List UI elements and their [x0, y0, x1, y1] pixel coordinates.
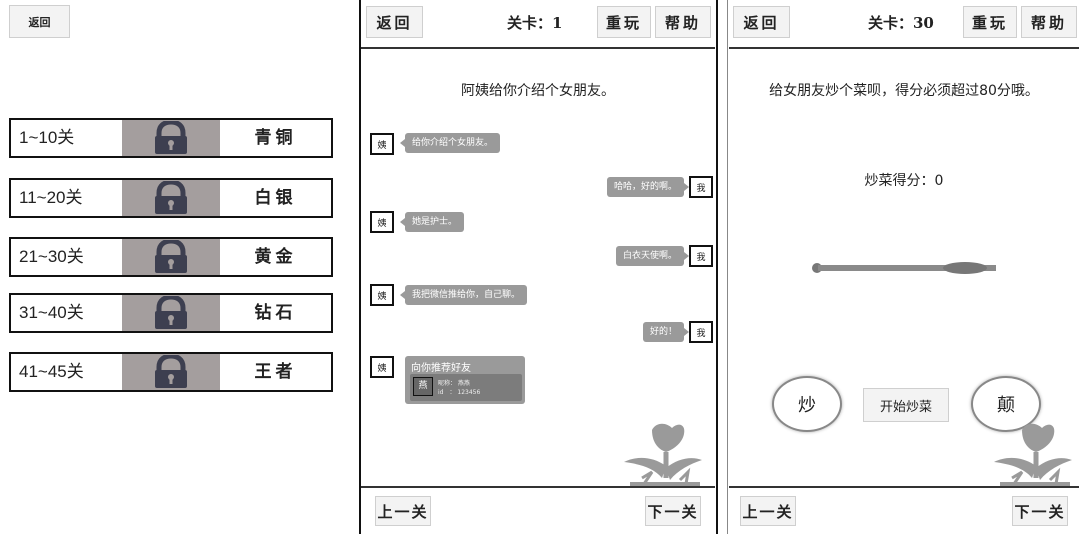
restart-button[interactable]: 重玩 — [597, 6, 651, 38]
prev-level-button[interactable]: 上一关 — [375, 496, 431, 526]
chat-message: 白衣天使啊。 — [615, 246, 690, 266]
help-button[interactable]: 帮助 — [655, 6, 711, 38]
back-button[interactable]: 返回 — [366, 6, 423, 38]
start-cooking-button[interactable]: 开始炒菜 — [863, 388, 949, 422]
fry-button[interactable]: 炒 — [772, 376, 842, 432]
lock-icon — [122, 295, 220, 331]
lock-icon — [122, 239, 220, 275]
avatar: 姨 — [370, 356, 394, 378]
level-group-row[interactable]: 1~10关 青铜 — [9, 118, 333, 158]
contact-avatar: 燕 — [413, 377, 433, 396]
chat-message: 她是护士。 — [399, 212, 465, 232]
footer-divider — [729, 486, 1079, 488]
chat-message: 给你介绍个女朋友。 — [399, 133, 501, 153]
level-group-row[interactable]: 31~40关 钻石 — [9, 293, 333, 333]
level-tier: 王者 — [254, 362, 297, 382]
spatula-icon[interactable] — [808, 258, 1000, 278]
level-indicator: 关卡：1 — [507, 14, 563, 32]
lock-icon — [122, 354, 220, 390]
level-range: 1~10关 — [19, 128, 75, 147]
avatar: 姨 — [370, 284, 394, 306]
header-divider — [729, 47, 1079, 49]
level-range: 41~45关 — [19, 362, 84, 381]
avatar: 姨 — [370, 133, 394, 155]
help-button[interactable]: 帮助 — [1021, 6, 1077, 38]
contact-card[interactable]: 向你推荐好友 燕 昵称： 燕燕 id ： 123456 — [405, 356, 525, 404]
avatar: 我 — [689, 176, 713, 198]
lock-icon — [122, 120, 220, 156]
back-button[interactable]: 返回 — [733, 6, 790, 38]
level-range: 21~30关 — [19, 247, 84, 266]
chat-message: 哈哈，好的啊。 — [606, 177, 690, 197]
prev-level-button[interactable]: 上一关 — [740, 496, 796, 526]
level-prompt: 阿姨给你介绍个女朋友。 — [461, 83, 615, 99]
back-button[interactable]: 返回 — [9, 5, 70, 38]
contact-id: id ： 123456 — [438, 389, 481, 396]
level-tier: 黄金 — [254, 247, 297, 267]
restart-button[interactable]: 重玩 — [963, 6, 1017, 38]
flip-button[interactable]: 颠 — [971, 376, 1041, 432]
level-group-row[interactable]: 41~45关 王者 — [9, 352, 333, 392]
level-group-row[interactable]: 21~30关 黄金 — [9, 237, 333, 277]
next-level-button[interactable]: 下一关 — [645, 496, 701, 526]
level-range: 11~20关 — [19, 188, 83, 207]
plant-icon — [624, 423, 702, 488]
level-range: 31~40关 — [19, 303, 84, 322]
header-divider — [361, 47, 715, 49]
card-title: 向你推荐好友 — [411, 363, 471, 374]
avatar: 我 — [689, 321, 713, 343]
chat-message: 好的！ — [642, 322, 690, 342]
avatar: 姨 — [370, 211, 394, 233]
card-body: 燕 昵称： 燕燕 id ： 123456 — [410, 374, 522, 401]
contact-nickname: 昵称： 燕燕 — [438, 380, 470, 387]
level-tier: 钻石 — [254, 303, 297, 323]
level-indicator: 关卡：30 — [868, 14, 934, 32]
lock-icon — [122, 180, 220, 216]
level-tier: 青铜 — [254, 128, 297, 148]
chat-message: 我把微信推给你，自己聊。 — [399, 285, 528, 305]
level-tier: 白银 — [254, 188, 297, 208]
level-group-row[interactable]: 11~20关 白银 — [9, 178, 333, 218]
panel-divider — [716, 0, 718, 534]
avatar: 我 — [689, 245, 713, 267]
panel-divider — [727, 0, 728, 534]
panel-divider — [359, 0, 361, 534]
footer-divider — [361, 486, 715, 488]
plant-icon — [994, 423, 1072, 488]
score-display: 炒菜得分：0 — [864, 173, 944, 189]
level-prompt: 给女朋友炒个菜呗，得分必须超过80分哦。 — [769, 83, 1039, 99]
next-level-button[interactable]: 下一关 — [1012, 496, 1068, 526]
